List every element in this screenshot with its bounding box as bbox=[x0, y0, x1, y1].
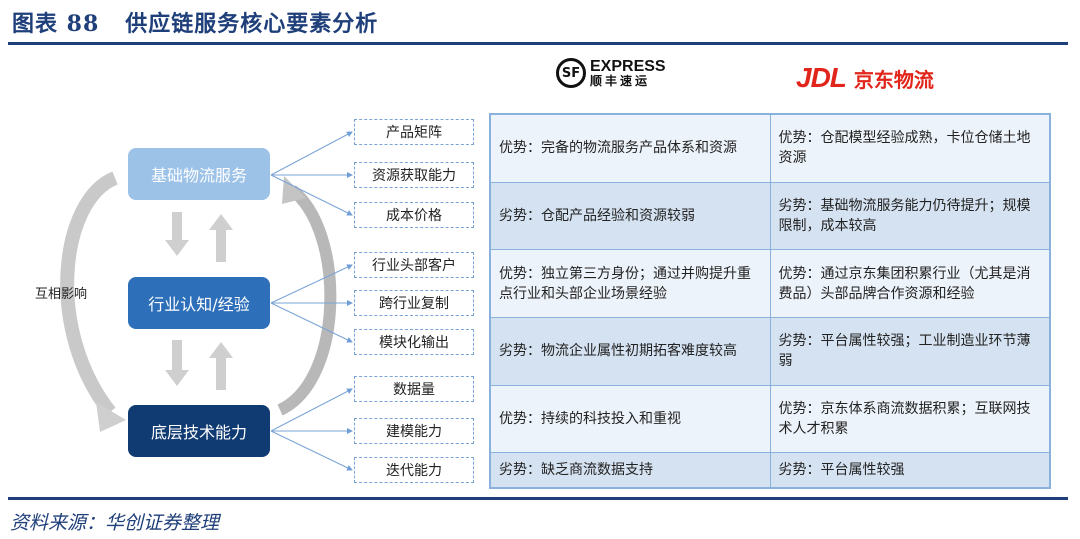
sf-mark-icon: SF bbox=[556, 58, 586, 88]
table-row: 优势：持续的科技投入和重视优势：京东体系商流数据积累；互联网技术人才积累 bbox=[489, 384, 1051, 454]
sf-cell: 劣势：缺乏商流数据支持 bbox=[489, 452, 771, 489]
jdl-logo: JDL 京东物流 bbox=[796, 62, 934, 94]
table-row: 优势：独立第三方身份；通过并购提升重点行业和头部企业场景经验优势：通过京东集团积… bbox=[489, 249, 1051, 318]
jd-cell: 劣势：平台属性较强 bbox=[769, 452, 1051, 489]
sub-item: 行业头部客户 bbox=[354, 252, 474, 278]
source-note: 资料来源：华创证券整理 bbox=[10, 512, 220, 534]
table-row: 劣势：缺乏商流数据支持劣势：平台属性较强 bbox=[489, 452, 1051, 489]
sf-express-logo: SF EXPRESS 顺丰速运 bbox=[556, 58, 666, 88]
sf-cell: 优势：独立第三方身份；通过并购提升重点行业和头部企业场景经验 bbox=[489, 249, 771, 318]
jd-cell: 优势：京东体系商流数据积累；互联网技术人才积累 bbox=[769, 384, 1051, 454]
sub-item: 产品矩阵 bbox=[354, 119, 474, 145]
node-basic-logistics: 基础物流服务 bbox=[128, 148, 270, 200]
connector-lines bbox=[60, 131, 353, 471]
sf-cell: 劣势：仓配产品经验和资源较弱 bbox=[489, 181, 771, 251]
jd-cell: 优势：仓配模型经验成熟，卡位仓储土地资源 bbox=[769, 113, 1051, 183]
jd-cell: 劣势：基础物流服务能力仍待提升；规模限制，成本较高 bbox=[769, 181, 1051, 251]
sf-logo-en: EXPRESS bbox=[590, 58, 666, 75]
jd-cell: 劣势：平台属性较强；工业制造业环节薄弱 bbox=[769, 316, 1051, 386]
sub-item: 资源获取能力 bbox=[354, 162, 474, 188]
comparison-table: 优势：完备的物流服务产品体系和资源优势：仓配模型经验成熟，卡位仓储土地资源 劣势… bbox=[489, 113, 1051, 489]
jdl-logo-cn: 京东物流 bbox=[853, 67, 934, 92]
sub-item: 成本价格 bbox=[354, 202, 474, 228]
sub-item: 建模能力 bbox=[354, 418, 474, 444]
sf-cell: 优势：完备的物流服务产品体系和资源 bbox=[489, 113, 771, 183]
sub-item: 跨行业复制 bbox=[354, 290, 474, 316]
sf-cell: 优势：持续的科技投入和重视 bbox=[489, 384, 771, 454]
sub-item: 数据量 bbox=[354, 376, 474, 402]
table-row: 优势：完备的物流服务产品体系和资源优势：仓配模型经验成熟，卡位仓储土地资源 bbox=[489, 113, 1051, 183]
title-divider bbox=[8, 42, 1068, 45]
table-row: 劣势：仓配产品经验和资源较弱劣势：基础物流服务能力仍待提升；规模限制，成本较高 bbox=[489, 181, 1051, 251]
mutual-influence-label: 互相影响 bbox=[35, 287, 88, 302]
jdl-logo-en: JDL bbox=[796, 62, 847, 93]
node-tech-capability: 底层技术能力 bbox=[128, 405, 270, 457]
sf-logo-cn: 顺丰速运 bbox=[590, 74, 651, 88]
page-title: 图表 88 供应链服务核心要素分析 bbox=[12, 11, 379, 37]
sub-item: 模块化输出 bbox=[354, 329, 474, 355]
node-industry-experience: 行业认知/经验 bbox=[128, 277, 270, 329]
footer-divider bbox=[8, 497, 1068, 500]
sf-cell: 劣势：物流企业属性初期拓客难度较高 bbox=[489, 316, 771, 386]
jd-cell: 优势：通过京东集团积累行业（尤其是消费品）头部品牌合作资源和经验 bbox=[769, 249, 1051, 318]
table-row: 劣势：物流企业属性初期拓客难度较高劣势：平台属性较强；工业制造业环节薄弱 bbox=[489, 316, 1051, 386]
sub-item: 迭代能力 bbox=[354, 457, 474, 483]
